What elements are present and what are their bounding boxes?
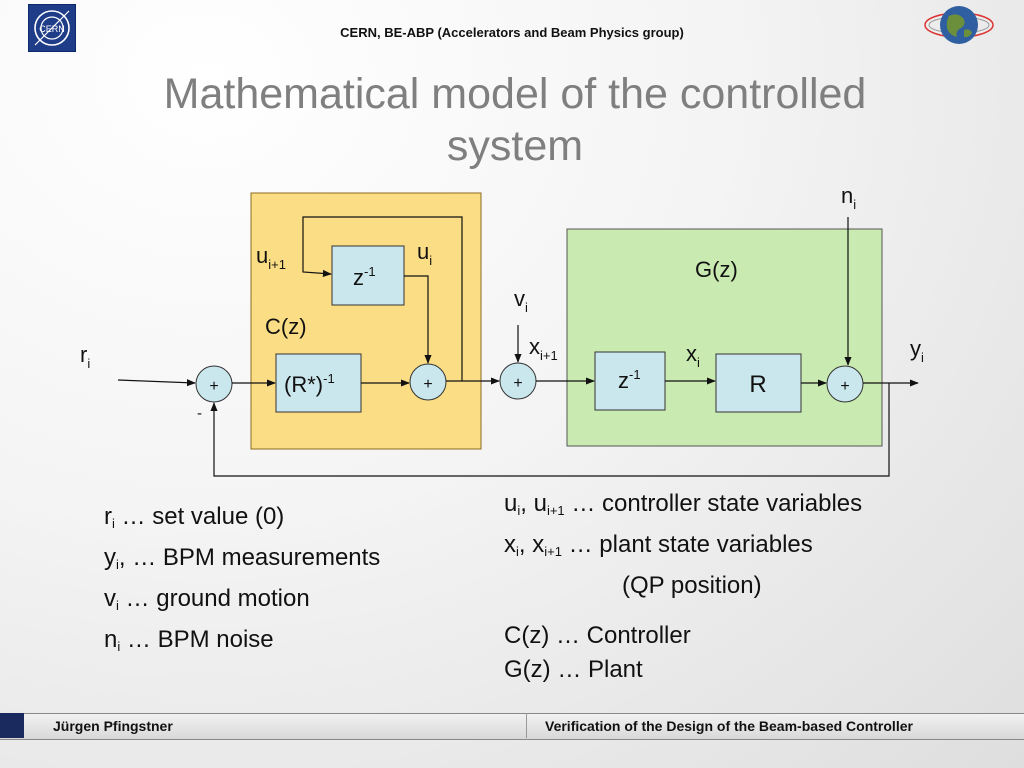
footer-divider (526, 713, 527, 738)
signal-u-next: ui+1 (256, 243, 286, 272)
signal-n: ni (841, 183, 856, 212)
legend-symbol: u (504, 490, 518, 517)
plant-delay-label: z-1 (618, 367, 641, 393)
cern-logo-text: CERN (39, 24, 65, 34)
legend-symbol: n (104, 626, 118, 653)
legend-subscript: i+1 (546, 503, 565, 518)
legend-symbol: x (504, 531, 516, 558)
sum-node-1 (195, 365, 233, 403)
title-line-1: Mathematical model of the controlled (163, 70, 867, 118)
globe-logo (922, 2, 996, 48)
title-line-2: system (446, 122, 584, 170)
response-matrix-block (715, 353, 802, 413)
legend-left: ri … set value (0) yi, … BPM measurement… (104, 500, 380, 664)
signal-y: yi (910, 336, 924, 365)
legend-separator: , (518, 531, 533, 558)
legend-subscript: i+1 (544, 544, 562, 559)
inverse-response-label: (R*)-1 (284, 371, 335, 397)
header-text: CERN, BE-ABP (Accelerators and Beam Phys… (340, 25, 684, 40)
wire-output-feedback (210, 383, 890, 477)
legend-right: ui, ui+1 … controller state variables xi… (504, 487, 862, 687)
legend-subscript: i (116, 598, 119, 613)
sum-sign-2: + (423, 376, 432, 393)
legend-text: , … BPM measurements (118, 544, 381, 571)
legend-text: … ground motion (118, 585, 310, 612)
signal-v: vi (514, 286, 528, 315)
response-matrix-label: R (749, 371, 766, 398)
legend-symbol: y (104, 544, 116, 571)
plant-delay-block (594, 351, 666, 411)
legend-text: … set value (0) (114, 503, 285, 530)
legend-item-r: ri … set value (0) (104, 500, 380, 541)
legend-symbol: x (532, 531, 545, 558)
signal-x: xi (686, 341, 700, 370)
controller-delay-block (331, 245, 405, 306)
legend-text: … BPM noise (120, 626, 274, 653)
signal-x-next: xi+1 (529, 334, 558, 363)
legend-item-v: vi … ground motion (104, 582, 380, 623)
legend-item-plant: G(z) … Plant (504, 656, 643, 683)
legend-subscript: i (117, 639, 121, 654)
plant-label: G(z) (695, 257, 738, 282)
sum-sign-1: + (209, 378, 218, 395)
legend-subscript: i (116, 557, 119, 572)
wire-delay-to-sum2 (404, 275, 432, 364)
legend-item-n: ni … BPM noise (104, 623, 380, 664)
legend-gap (504, 603, 862, 619)
legend-text: … controller state variables (564, 490, 863, 517)
minus-sign: - (197, 405, 202, 422)
footer-talk-title: Verification of the Design of the Beam-b… (545, 718, 913, 734)
inverse-response-block (275, 353, 362, 413)
sum-sign-4: + (840, 378, 849, 395)
controller-label: C(z) (265, 314, 307, 339)
controller-delay-label: z-1 (353, 264, 376, 290)
legend-item-u: ui, ui+1 … controller state variables (504, 487, 862, 528)
cern-logo: CERN (28, 4, 76, 52)
sum-node-4 (826, 365, 864, 403)
signal-r: ri (80, 342, 90, 371)
legend-symbol: r (104, 503, 112, 530)
legend-item-qp: (QP position) (622, 572, 762, 599)
slide-title: Mathematical model of the controlled sys… (100, 68, 930, 172)
legend-item-x: xi, xi+1 … plant state variables (504, 528, 862, 569)
wire-r-in (117, 379, 196, 387)
footer-accent (0, 713, 24, 738)
footer-author: Jürgen Pfingstner (53, 718, 173, 734)
legend-subscript: i (516, 544, 519, 559)
signal-u: ui (417, 239, 432, 268)
legend-symbol: u (533, 490, 547, 517)
legend-symbol: v (104, 585, 116, 612)
wire-controller-feedback (302, 216, 463, 381)
sum-node-2 (409, 363, 447, 401)
legend-subscript: i (112, 516, 115, 531)
legend-item-y: yi, … BPM measurements (104, 541, 380, 582)
legend-text: … plant state variables (561, 531, 813, 558)
legend-subscript: i (517, 503, 521, 518)
legend-item-controller: C(z) … Controller (504, 622, 691, 649)
legend-separator: , (520, 490, 534, 517)
sum-sign-3: + (513, 375, 522, 392)
footer-bar (0, 713, 1024, 740)
